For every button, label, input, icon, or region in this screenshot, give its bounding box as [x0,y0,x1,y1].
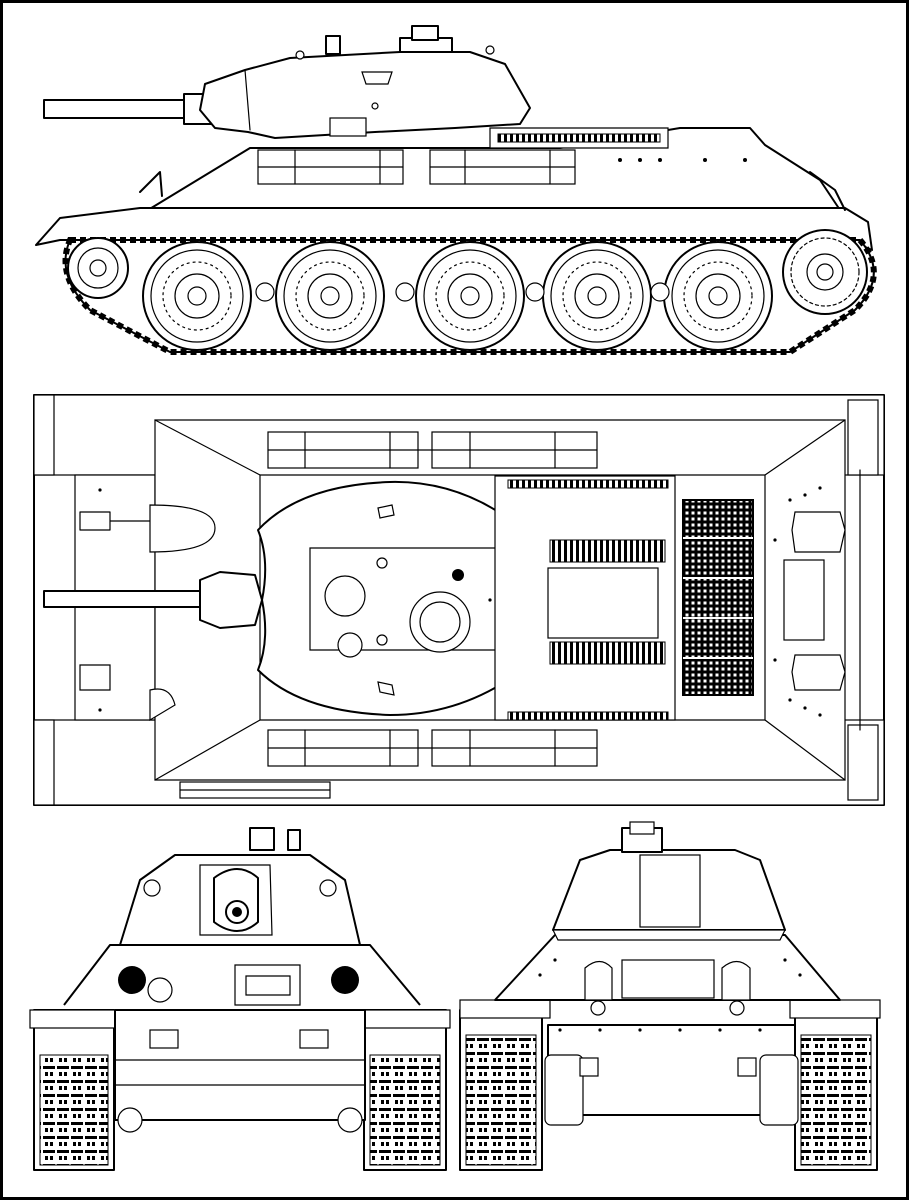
side-return-roller [525,282,545,302]
side-return-roller [650,282,670,302]
side-view [35,25,877,355]
side-road-wheel-1 [142,241,252,351]
side-turret [199,25,531,139]
side-road-wheel-5 [663,241,773,351]
side-return-roller [395,282,415,302]
rear-view [459,821,881,1171]
side-gun-barrel [43,93,215,125]
side-road-wheel-3 [415,241,525,351]
front-right-track [369,1054,441,1166]
side-return-roller [255,282,275,302]
front-left-track [39,1054,109,1166]
side-road-wheel-4 [542,241,652,351]
rear-access-plate [621,959,715,999]
top-gun-barrel [43,590,215,608]
side-upper-hull [147,127,841,211]
side-idler-wheel [67,237,129,299]
front-hull [114,1009,366,1121]
rear-right-track [800,1034,872,1166]
front-view [29,827,451,1171]
top-engine-deck [494,475,676,721]
top-view [33,394,885,806]
side-road-wheel-2 [275,241,385,351]
rear-left-track [465,1034,537,1166]
top-radiator-mesh [682,499,754,696]
rear-drum-left [544,1054,584,1126]
rear-drum-right [759,1054,799,1126]
front-headlight-left [118,966,146,994]
front-headlight-right [331,966,359,994]
side-drive-sprocket [782,229,868,315]
